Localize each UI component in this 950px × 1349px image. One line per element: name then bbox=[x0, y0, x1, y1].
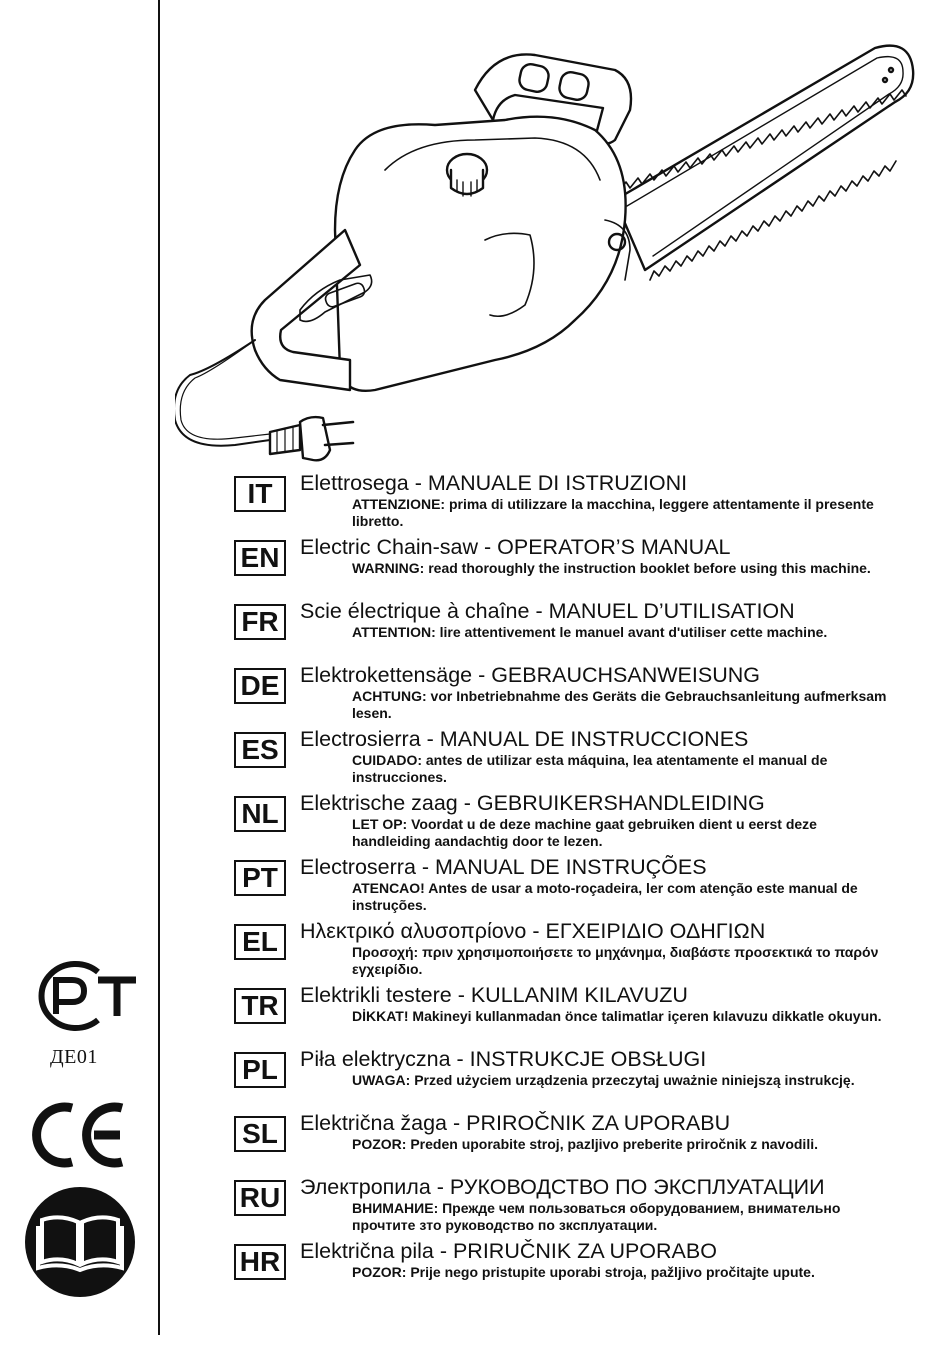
warning-text: ATTENTION: lire attentivement le manuel … bbox=[352, 624, 828, 640]
manual-title: Electrosierra - MANUAL DE INSTRUCCIONES bbox=[300, 727, 749, 751]
language-code-badge: PT bbox=[234, 860, 286, 896]
language-code-badge: SL bbox=[234, 1116, 286, 1152]
language-entry-es: ES Electrosierra - MANUAL DE INSTRUCCION… bbox=[234, 726, 934, 788]
language-entry-nl: NL Elektrische zaag - GEBRUIKERSHANDLEID… bbox=[234, 790, 934, 852]
warning-text: POZOR: Prije nego pristupite uporabi str… bbox=[352, 1264, 815, 1280]
language-code-badge: EN bbox=[234, 540, 286, 576]
warning-text: WARNING: read thoroughly the instruction… bbox=[352, 560, 871, 576]
language-code-badge: IT bbox=[234, 476, 286, 512]
manual-title: Elektrische zaag - GEBRUIKERSHANDLEIDING bbox=[300, 791, 765, 815]
manual-title: Električna žaga - PRIROČNIK ZA UPORABU bbox=[300, 1111, 731, 1135]
chainsaw-illustration bbox=[175, 44, 915, 462]
warning-text: UWAGA: Przed użyciem urządzenia przeczyt… bbox=[352, 1072, 855, 1088]
manual-title: Elektrikli testere - KULLANIM KILAVUZU bbox=[300, 983, 688, 1007]
margin-divider-line bbox=[158, 0, 160, 1335]
language-entry-it: IT Elettrosega - MANUALE DI ISTRUZIONI A… bbox=[234, 470, 934, 532]
warning-text: Προσοχή: πριν χρησιμοποιήσετε το μηχάνημ… bbox=[352, 944, 879, 977]
warning-text: POZOR: Preden uporabite stroj, pazljivo … bbox=[352, 1136, 818, 1152]
language-entry-el: EL Ηλεκτρικό αλυσοπρίονο - ΕΓΧΕΙΡΙΔΙΟ ΟΔ… bbox=[234, 918, 934, 980]
language-code-badge: PL bbox=[234, 1052, 286, 1088]
warning-text: LET OP: Voordat u de deze machine gaat g… bbox=[352, 816, 817, 849]
manual-title: Piła elektryczna - INSTRUKCJE OBSŁUGI bbox=[300, 1047, 707, 1071]
manual-title: Elettrosega - MANUALE DI ISTRUZIONI bbox=[300, 471, 688, 495]
language-entry-sl: SL Električna žaga - PRIROČNIK ZA UPORAB… bbox=[234, 1110, 934, 1172]
manual-title: Ηλεκτρικό αλυσοπρίονο - ΕΓΧΕΙΡΙΔΙΟ ΟΔΗΓΙ… bbox=[300, 919, 766, 943]
language-entry-pt: PT Electroserra - MANUAL DE INSTRUÇÕES A… bbox=[234, 854, 934, 916]
manual-title: Электропила - РУКОВОДСТВО ПО ЭКСПЛУАТАЦИ… bbox=[300, 1175, 825, 1199]
warning-text: ATTENZIONE: prima di utilizzare la macch… bbox=[352, 496, 874, 529]
language-code-badge: DE bbox=[234, 668, 286, 704]
language-code-badge: HR bbox=[234, 1244, 286, 1280]
language-entry-de: DE Elektrokettensäge - GEBRAUCHSANWEISUN… bbox=[234, 662, 934, 724]
warning-text: CUIDADO: antes de utilizar esta máquina,… bbox=[352, 752, 828, 785]
language-code-badge: NL bbox=[234, 796, 286, 832]
read-manual-book-icon bbox=[25, 1187, 135, 1297]
language-code-badge: ES bbox=[234, 732, 286, 768]
ce-mark-icon bbox=[32, 1102, 124, 1168]
warning-text: ВНИМАНИЕ: Прежде чем пользоваться оборуд… bbox=[352, 1200, 841, 1233]
manual-title: Electric Chain-saw - OPERATOR’S MANUAL bbox=[300, 535, 731, 559]
language-code-badge: TR bbox=[234, 988, 286, 1024]
manual-title: Elektrokettensäge - GEBRAUCHSANWEISUNG bbox=[300, 663, 760, 687]
language-code-badge: EL bbox=[234, 924, 286, 960]
manual-title: Electroserra - MANUAL DE INSTRUÇÕES bbox=[300, 855, 707, 879]
manual-title: Električna pila - PRIRUČNIK ZA UPORABO bbox=[300, 1239, 717, 1263]
gost-code-label: ДЕ01 bbox=[50, 1046, 98, 1068]
language-code-badge: FR bbox=[234, 604, 286, 640]
rst-certification-icon bbox=[38, 961, 136, 1031]
warning-text: ATENCAO! Antes de usar a moto-roçadeira,… bbox=[352, 880, 858, 913]
language-entry-ru: RU Электропила - РУКОВОДСТВО ПО ЭКСПЛУАТ… bbox=[234, 1174, 934, 1236]
manual-title: Scie électrique à chaîne - MANUEL D’UTIL… bbox=[300, 599, 795, 623]
language-entry-tr: TR Elektrikli testere - KULLANIM KILAVUZ… bbox=[234, 982, 934, 1044]
language-entry-pl: PL Piła elektryczna - INSTRUKCJE OBSŁUGI… bbox=[234, 1046, 934, 1108]
language-entry-fr: FR Scie électrique à chaîne - MANUEL D’U… bbox=[234, 598, 934, 660]
warning-text: ACHTUNG: vor Inbetriebnahme des Geräts d… bbox=[352, 688, 887, 721]
language-entry-en: EN Electric Chain-saw - OPERATOR’S MANUA… bbox=[234, 534, 934, 596]
language-entry-hr: HR Električna pila - PRIRUČNIK ZA UPORAB… bbox=[234, 1238, 934, 1300]
language-code-badge: RU bbox=[234, 1180, 286, 1216]
warning-text: DİKKAT! Makineyi kullanmadan önce talima… bbox=[352, 1008, 882, 1024]
